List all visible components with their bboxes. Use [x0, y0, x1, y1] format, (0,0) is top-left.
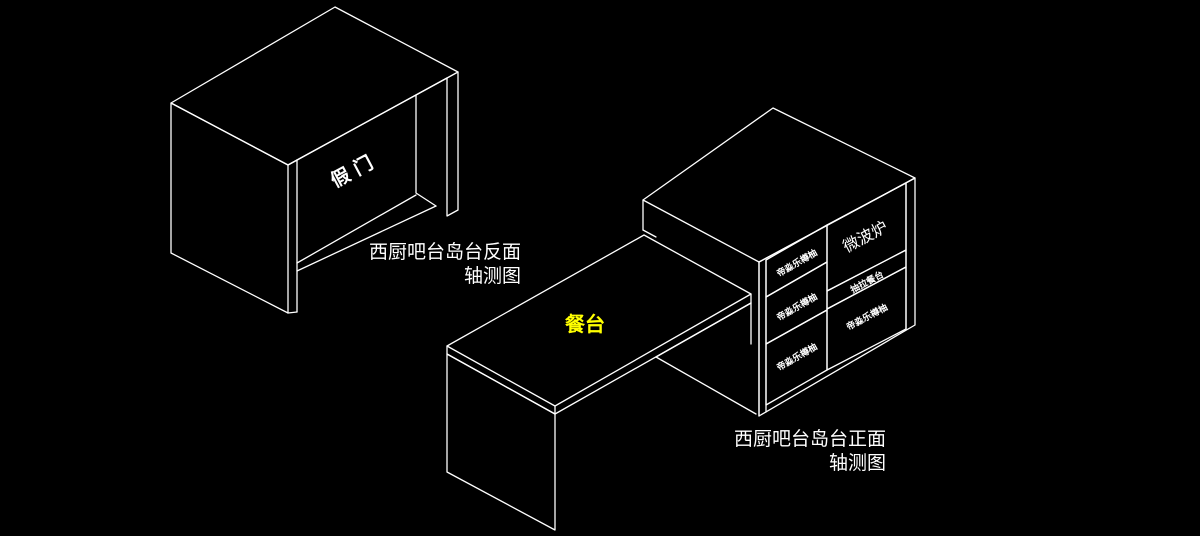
- rear-view-caption: 西厨吧台岛台反面 轴测图: [369, 240, 521, 288]
- rear-view-cabinet: [170, 6, 459, 314]
- pull-basket-label: 抽拉餐台: [848, 268, 885, 296]
- front-view-caption-line2: 轴测图: [828, 452, 886, 474]
- left-drawer-3: [765, 309, 828, 406]
- microwave-label: 微波炉: [840, 217, 891, 256]
- front-cabinet-face: [758, 177, 916, 417]
- rear-view-caption-line1: 西厨吧台岛台反面: [368, 241, 521, 263]
- front-view-cabinet: [642, 107, 916, 417]
- front-view-caption: 西厨吧台岛台正面 轴测图: [734, 427, 886, 475]
- left-drawer-3-label: 帝淼乐樽柚: [775, 341, 820, 374]
- dining-table-label: 餐台: [565, 312, 605, 336]
- dining-table: [446, 229, 752, 531]
- front-view-caption-line1: 西厨吧台岛台正面: [733, 428, 886, 450]
- false-door-label: 假 门: [327, 151, 377, 192]
- rear-cabinet-side: [170, 102, 289, 314]
- false-door-bottom-rail: [296, 194, 417, 264]
- rear-view-caption-line2: 轴测图: [463, 265, 521, 287]
- right-drawer-label: 帝淼乐樽柚: [844, 301, 889, 333]
- rear-cabinet-top: [170, 6, 459, 166]
- rear-cabinet-inner-recess: [415, 94, 437, 207]
- rear-cabinet-end-panel: [446, 71, 459, 217]
- dining-table-leg: [446, 353, 556, 531]
